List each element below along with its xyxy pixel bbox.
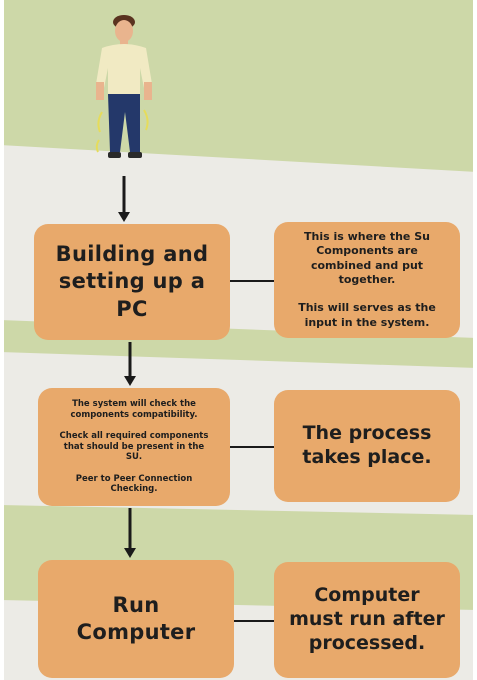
step-3-note-box: Computer must run after processed. [274, 562, 460, 678]
step-3-note: Computer must run after processed. [289, 584, 445, 654]
standing-person-icon [95, 15, 152, 158]
step-3-connector [234, 620, 274, 622]
step-1-note-box: This is where the Su Components are comb… [274, 222, 460, 338]
step-2-note: The process takes place. [302, 422, 432, 468]
step-2-box: The system will check the components com… [38, 388, 230, 506]
step-1-connector [230, 280, 274, 282]
step-2-note-box: The process takes place. [274, 390, 460, 502]
step-3-title: Run Computer [76, 592, 196, 644]
step-3-box: Run Computer [38, 560, 234, 678]
arrow-down-1 [118, 176, 130, 222]
step-2-title: The system will check the components com… [59, 399, 209, 495]
step-1-box: Building and setting up a PC [34, 224, 230, 340]
step-1-note: This is where the Su Components are comb… [298, 229, 436, 329]
step-2-connector [230, 446, 274, 448]
arrow-down-3 [124, 508, 136, 558]
step-1-title: Building and setting up a PC [55, 242, 209, 321]
arrow-down-2 [124, 342, 136, 386]
